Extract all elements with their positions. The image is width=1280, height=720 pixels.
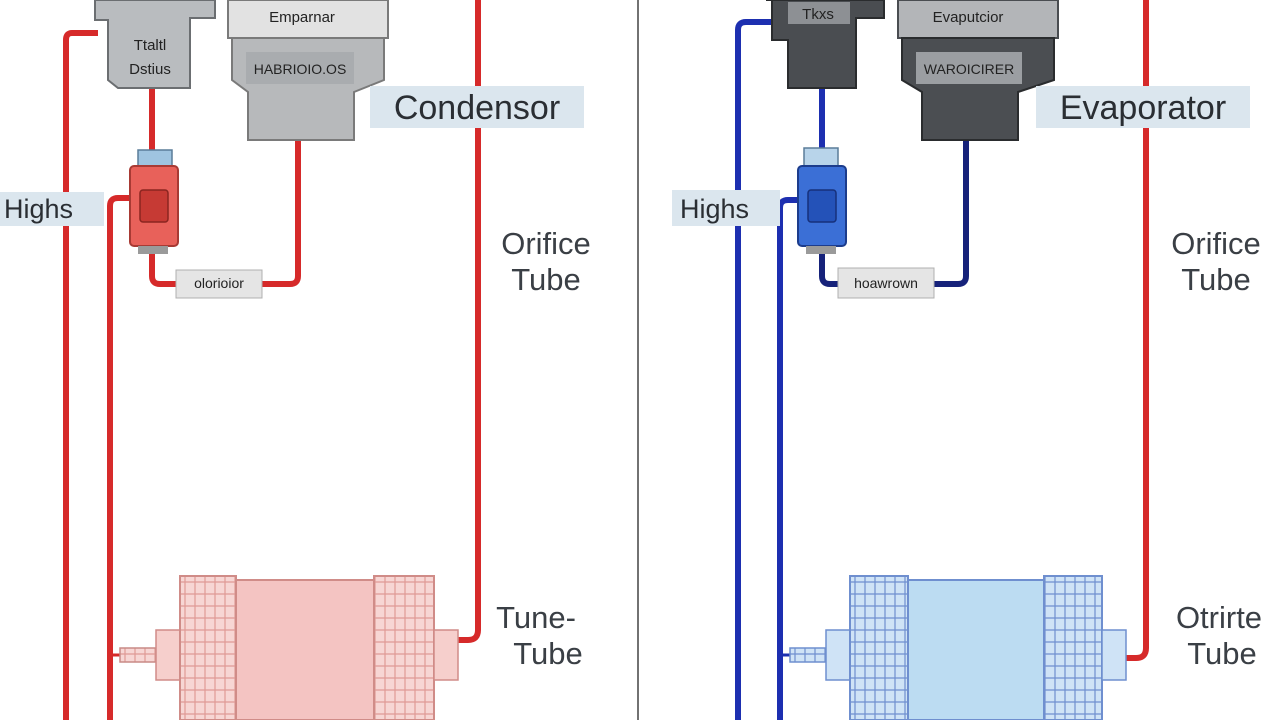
left-top-label-line1: Ttaltl [134, 37, 167, 54]
left-side-upper-line1: Orifice [501, 226, 591, 261]
right-side-upper-line1: Orifice [1171, 226, 1261, 261]
left-side-lower-line2: Tube [513, 636, 583, 671]
left-body-label: HABRIOIO.OS [254, 61, 347, 77]
right-side-lower-line2: Tube [1187, 636, 1257, 671]
right-title: Evaporator [1060, 89, 1226, 127]
right-high-label: Highs [680, 194, 749, 224]
right-inner-pipe [777, 197, 800, 720]
left-outer-pipe [63, 30, 98, 720]
right-side-lower-line1: Otrirte [1176, 600, 1262, 635]
left-coil [119, 575, 459, 720]
left-panel: Ttaltl Dstius Emparnar HABRIOIO.OS Conde… [0, 0, 591, 720]
left-side-lower-line1: Tune- [496, 600, 576, 635]
right-high-label-box [672, 190, 780, 226]
right-title-box [1036, 86, 1250, 128]
right-bottom-tag-label: hoawrown [854, 275, 918, 291]
left-bottom-tag-label: olorioior [194, 275, 244, 291]
left-top-housing [94, 0, 216, 89]
right-bottom-tag [837, 267, 935, 299]
left-title: Condensor [394, 89, 560, 127]
left-unit-cap [227, 0, 389, 39]
right-side-upper-line2: Tube [1181, 262, 1251, 297]
right-body-label: WAROICIRER [924, 61, 1014, 77]
left-return-pipe [458, 0, 481, 643]
right-return-pipe [1126, 0, 1149, 661]
left-bottom-tag [175, 269, 263, 299]
right-outer-pipe [735, 19, 772, 720]
left-high-label-box [0, 192, 104, 226]
right-top-label: Tkxs [802, 6, 834, 23]
left-title-box [370, 86, 584, 128]
left-side-upper-line2: Tube [511, 262, 581, 297]
left-high-label: Highs [4, 194, 73, 224]
left-top-label-line2: Dstius [129, 61, 171, 78]
right-panel: Tkxs Evaputcior WAROICIRER Evaporator Hi… [672, 0, 1262, 720]
right-coil [789, 575, 1127, 720]
left-inner-pipe [107, 195, 132, 720]
left-unit-label: Emparnar [269, 9, 335, 26]
right-unit-label: Evaputcior [933, 9, 1004, 26]
